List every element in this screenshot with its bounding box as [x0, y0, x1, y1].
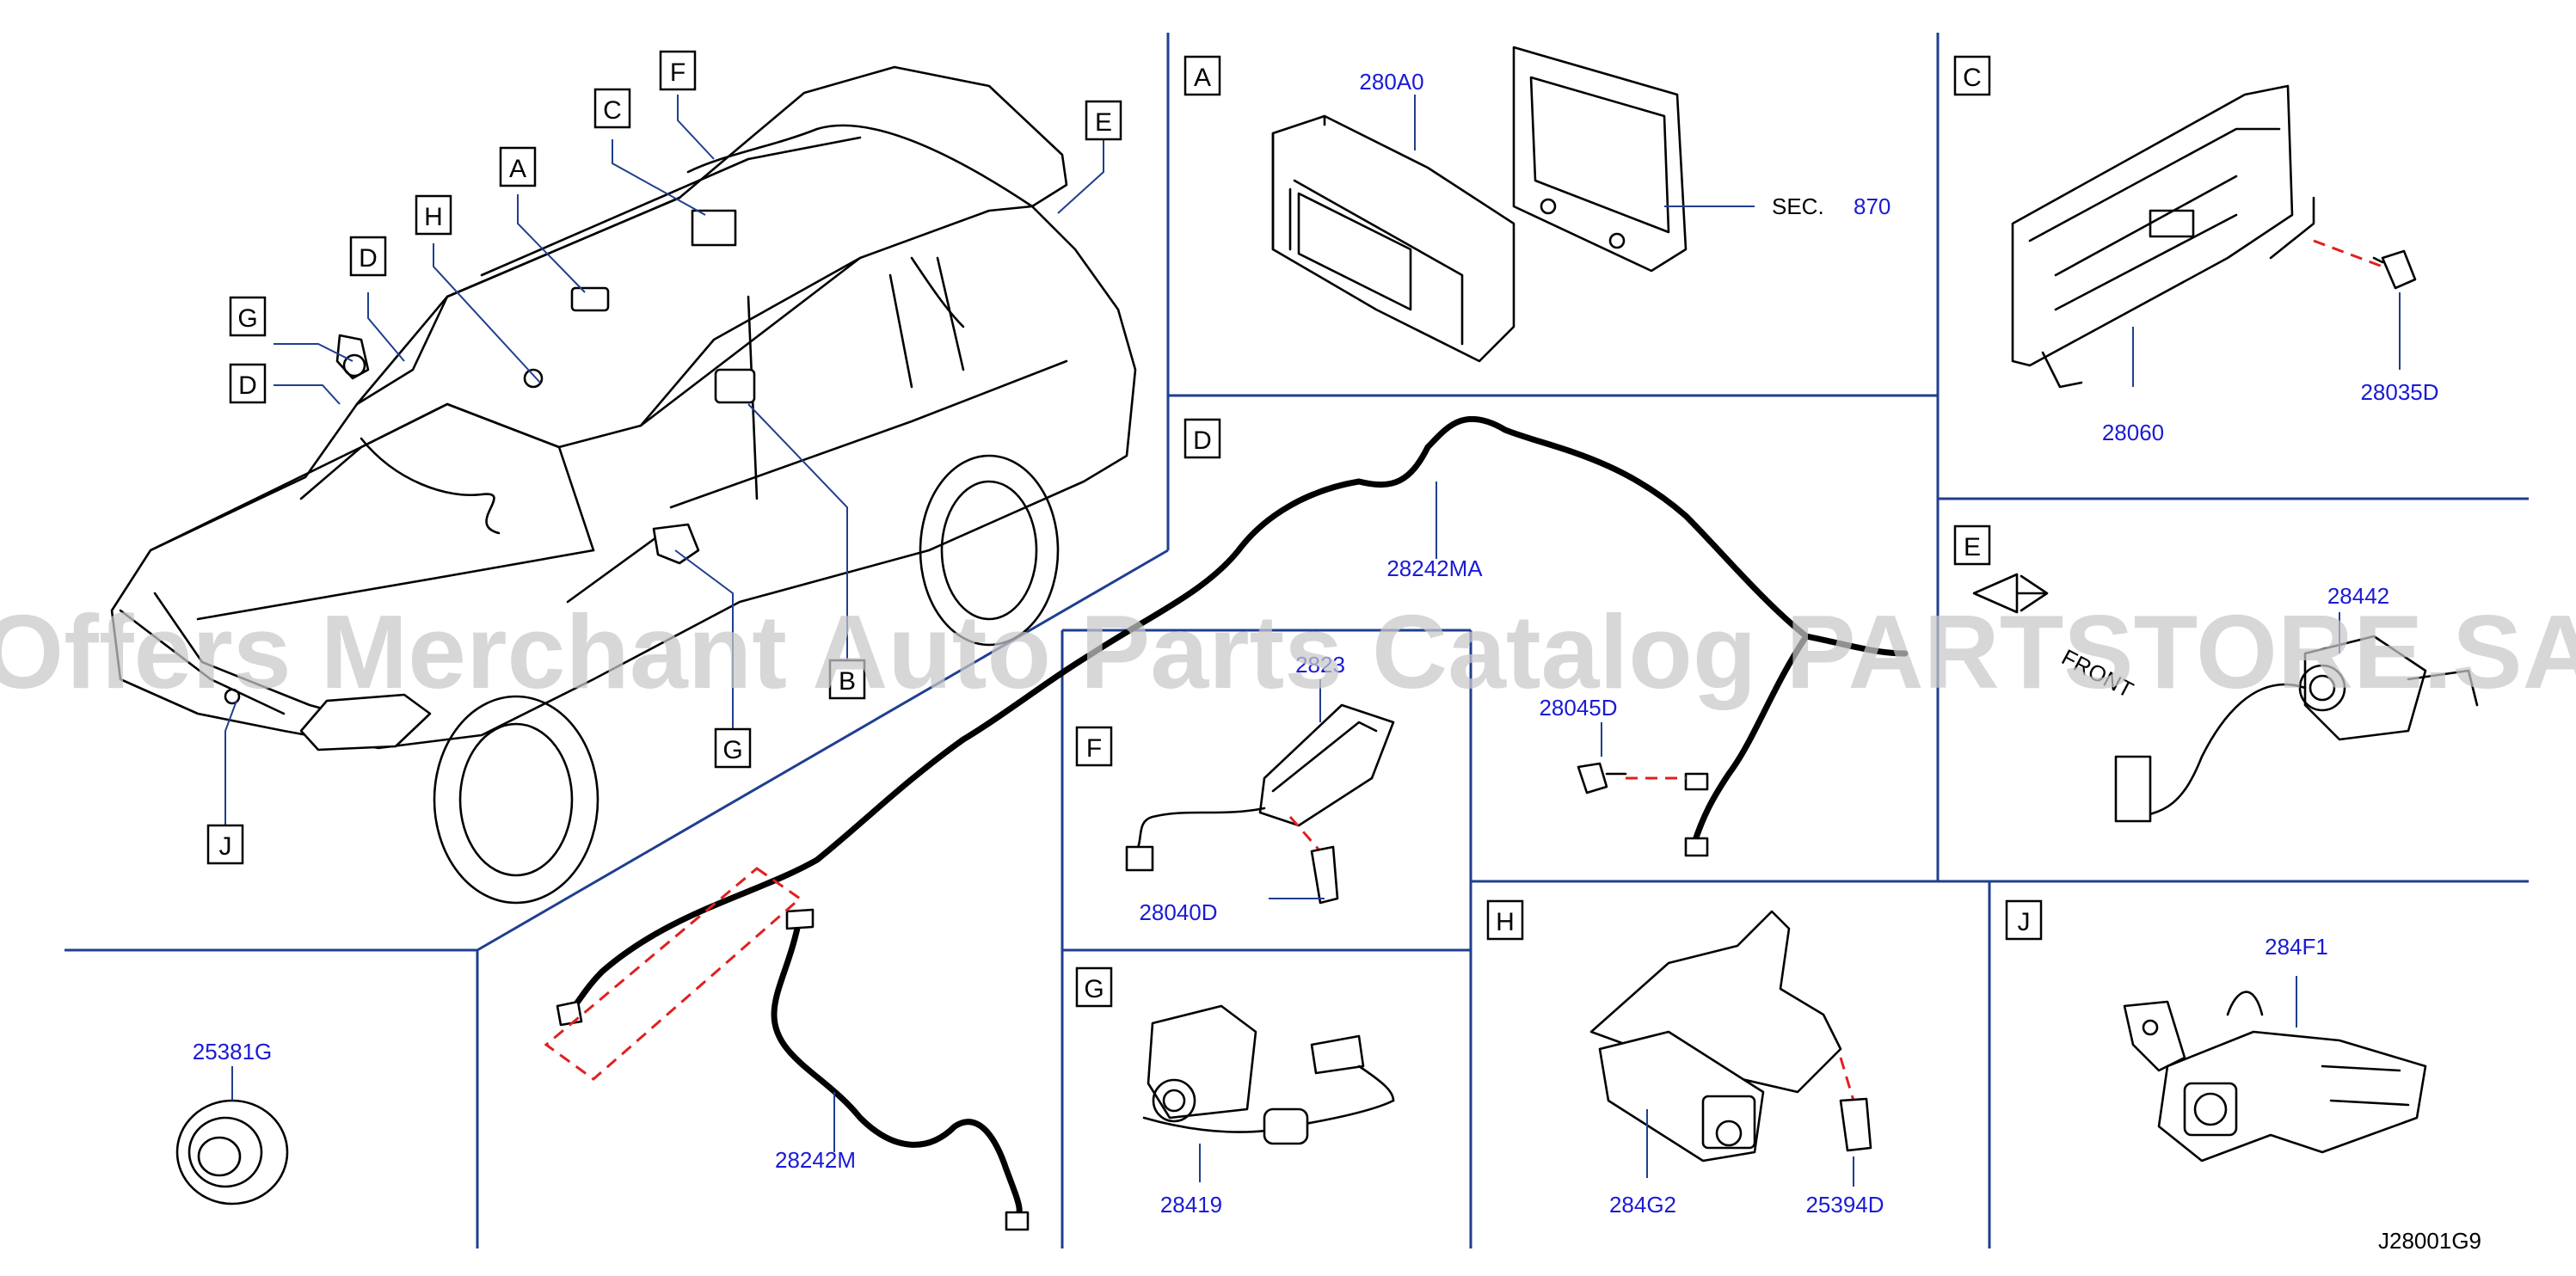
sec-number: 870: [1854, 193, 1891, 219]
part-28242m: 28242M: [775, 1147, 856, 1173]
svg-text:A: A: [1194, 64, 1211, 92]
part-28040d: 28040D: [1139, 899, 1217, 925]
part-28242ma: 28242MA: [1386, 555, 1483, 581]
vehicle-callout-f: F: [659, 50, 697, 91]
svg-text:J: J: [219, 832, 232, 861]
svg-text:F: F: [1086, 734, 1102, 763]
panel-d: D 28045D 28242MA 28242M 25381G: [175, 415, 1909, 1231]
vehicle-callout-d-upper: D: [349, 236, 387, 277]
vehicle-illustration: [110, 65, 1137, 905]
svg-text:A: A: [509, 155, 526, 183]
svg-text:E: E: [1964, 533, 1981, 561]
svg-text:G: G: [237, 304, 257, 333]
part-28060: 28060: [2102, 420, 2164, 445]
svg-text:B: B: [839, 667, 856, 696]
svg-text:E: E: [1095, 108, 1112, 137]
svg-text:H: H: [1496, 908, 1515, 936]
sec-label: SEC.: [1772, 193, 1824, 219]
svg-text:H: H: [424, 203, 443, 231]
panel-g: G 28419: [1075, 966, 1395, 1218]
panel-a: A 280A0 SEC. 870: [1183, 46, 1891, 363]
vehicle-callout-d-lower: D: [229, 363, 267, 404]
vehicle-callout-h: H: [415, 194, 452, 236]
vehicle-callout-e: E: [1085, 100, 1122, 141]
vehicle-callout-a: A: [499, 146, 537, 187]
vehicle-callout-b: B: [828, 659, 866, 700]
panel-c: C 28035D 28060: [1953, 55, 2439, 445]
panel-j: J 284F1: [2005, 899, 2427, 1163]
diagram-code: J28001G9: [2378, 1228, 2481, 1254]
svg-text:C: C: [603, 96, 622, 125]
svg-text:D: D: [359, 244, 378, 273]
panel-borders: [65, 33, 2529, 1248]
part-284g2: 284G2: [1609, 1192, 1676, 1218]
vehicle-callout-j: J: [206, 824, 244, 865]
part-280a0: 280A0: [1359, 69, 1423, 95]
vehicle-callout-g-lower: G: [714, 727, 752, 769]
part-28419: 28419: [1160, 1192, 1222, 1218]
part-284f1: 284F1: [2265, 934, 2328, 960]
part-28045d: 28045D: [1539, 695, 1617, 721]
svg-text:F: F: [670, 58, 685, 87]
part-2823: 2823: [1295, 652, 1345, 678]
vehicle-callout-c: C: [593, 88, 631, 129]
part-28442: 28442: [2327, 583, 2389, 609]
svg-text:G: G: [722, 736, 742, 764]
vehicle-callout-g-upper: G: [229, 296, 267, 337]
svg-text:G: G: [1084, 975, 1104, 1003]
panel-h: H 284G2 25394D: [1486, 899, 1884, 1218]
part-25381g: 25381G: [193, 1039, 273, 1064]
svg-text:D: D: [238, 371, 257, 400]
part-28035d: 28035D: [2360, 379, 2438, 405]
panel-f: F 2823 28040D: [1075, 652, 1395, 925]
svg-text:J: J: [2018, 908, 2031, 936]
svg-text:C: C: [1963, 64, 1982, 92]
vehicle-callout-leaders: [224, 95, 1104, 825]
part-25394d: 25394D: [1805, 1192, 1884, 1218]
svg-text:D: D: [1193, 426, 1212, 455]
watermark: Offers Merchant Auto Parts Catalog PARTS…: [0, 593, 2576, 710]
